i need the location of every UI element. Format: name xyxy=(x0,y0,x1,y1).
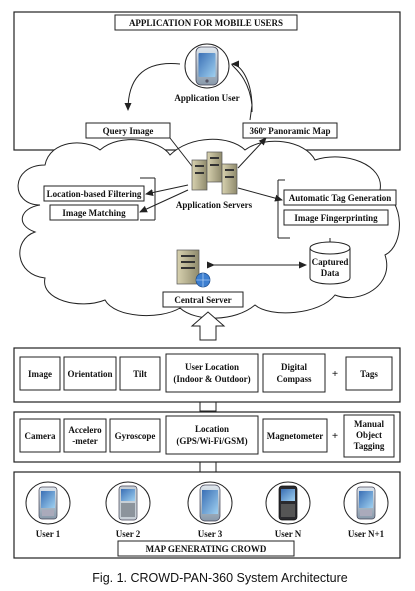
image-fingerprinting-box xyxy=(283,209,389,226)
location-line1: Location xyxy=(195,424,229,434)
tilt-label: Tilt xyxy=(133,369,147,379)
auto-tag-label: Automatic Tag Generation xyxy=(289,193,392,203)
left-bracket xyxy=(140,177,156,221)
manual-tagging-box xyxy=(343,414,395,458)
orientation-label: Orientation xyxy=(68,369,113,379)
image-fingerprinting-label: Image Fingerprinting xyxy=(294,213,378,223)
loop-left-arrow xyxy=(124,63,181,111)
digital-compass-line2: Compass xyxy=(276,374,312,384)
loop-right-arrow xyxy=(231,60,253,113)
top-banner: APPLICATION FOR MOBILE USERS xyxy=(129,18,283,28)
camera-box xyxy=(19,418,61,453)
location-box xyxy=(165,415,259,455)
query-image-box xyxy=(85,122,171,139)
user-n-label: User N xyxy=(275,529,302,539)
camera-label: Camera xyxy=(25,431,56,441)
manual-tagging-line2: Object xyxy=(356,430,382,440)
application-servers-icon xyxy=(191,151,238,195)
manual-tagging-line3: Tagging xyxy=(354,441,385,451)
user-location-line2: (Indoor & Outdoor) xyxy=(173,374,250,384)
user-3-label: User 3 xyxy=(198,529,223,539)
cloud xyxy=(17,138,400,319)
user-n-phone-icon xyxy=(265,481,311,525)
tilt-box xyxy=(119,356,161,391)
central-server-icon xyxy=(176,249,211,288)
user-n-plus-1-phone-icon xyxy=(343,481,389,525)
top-banner-box xyxy=(114,14,298,31)
bottom-banner: MAP GENERATING CROWD xyxy=(146,544,267,554)
central-server-box xyxy=(162,291,244,308)
location-line2: (GPS/Wi-Fi/GSM) xyxy=(176,436,247,446)
panoramic-map-box xyxy=(242,122,338,139)
digital-compass-line1: Digital xyxy=(281,362,307,372)
accelerometer-box xyxy=(63,418,107,453)
user-location-box xyxy=(165,353,259,393)
application-user-phone-icon xyxy=(195,46,219,86)
manual-tagging-line1: Manual xyxy=(354,419,385,429)
user-2-label: User 2 xyxy=(116,529,141,539)
location-filtering-box xyxy=(43,185,145,202)
accelerometer-line1: Accelero xyxy=(68,425,102,435)
server-to-filtering-arrow xyxy=(145,184,189,196)
tags-box xyxy=(345,356,393,391)
panoramic-map-label: 360º Panoramic Map xyxy=(250,126,331,136)
application-servers-label: Application Servers xyxy=(176,200,253,210)
orientation-box xyxy=(63,356,117,391)
query-to-server-line xyxy=(169,137,196,171)
bottom-banner-box xyxy=(117,540,295,557)
up-arrow-1 xyxy=(190,311,226,341)
captured-data-line2: Data xyxy=(321,268,340,278)
query-image-label: Query Image xyxy=(103,126,154,136)
captured-data-line1: Captured xyxy=(312,257,349,267)
magnetometer-box xyxy=(262,418,328,453)
accelerometer-line2: -meter xyxy=(72,436,97,446)
application-user-label: Application User xyxy=(174,93,239,103)
user-location-line1: User Location xyxy=(185,362,239,372)
output-plus: + xyxy=(332,368,338,380)
user-n-plus-1-label: User N+1 xyxy=(348,529,385,539)
gyroscope-label: Gyroscope xyxy=(115,431,156,441)
server-to-map-arrow xyxy=(237,137,267,169)
gyroscope-box xyxy=(109,418,161,453)
user-2-phone-icon xyxy=(105,481,151,525)
figure-caption: Fig. 1. CROWD-PAN-360 System Architectur… xyxy=(92,571,347,585)
location-filtering-label: Location-based Filtering xyxy=(47,189,142,199)
server-to-matching-arrow xyxy=(139,189,189,213)
user-1-phone-icon xyxy=(25,481,71,525)
auto-tag-box xyxy=(283,189,397,206)
right-bracket xyxy=(277,179,290,239)
image-matching-box xyxy=(49,204,139,221)
magnetometer-label: Magnetometer xyxy=(267,431,323,441)
server-to-tag-arrow xyxy=(237,187,283,202)
user-1-label: User 1 xyxy=(36,529,61,539)
digital-compass-box xyxy=(262,353,326,393)
image-matching-label: Image Matching xyxy=(62,208,126,218)
image-box xyxy=(19,356,61,391)
central-server-label: Central Server xyxy=(174,295,231,305)
user-3-phone-icon xyxy=(187,481,233,525)
sensor-plus: + xyxy=(332,430,338,442)
image-label: Image xyxy=(28,369,52,379)
tags-label: Tags xyxy=(360,369,378,379)
